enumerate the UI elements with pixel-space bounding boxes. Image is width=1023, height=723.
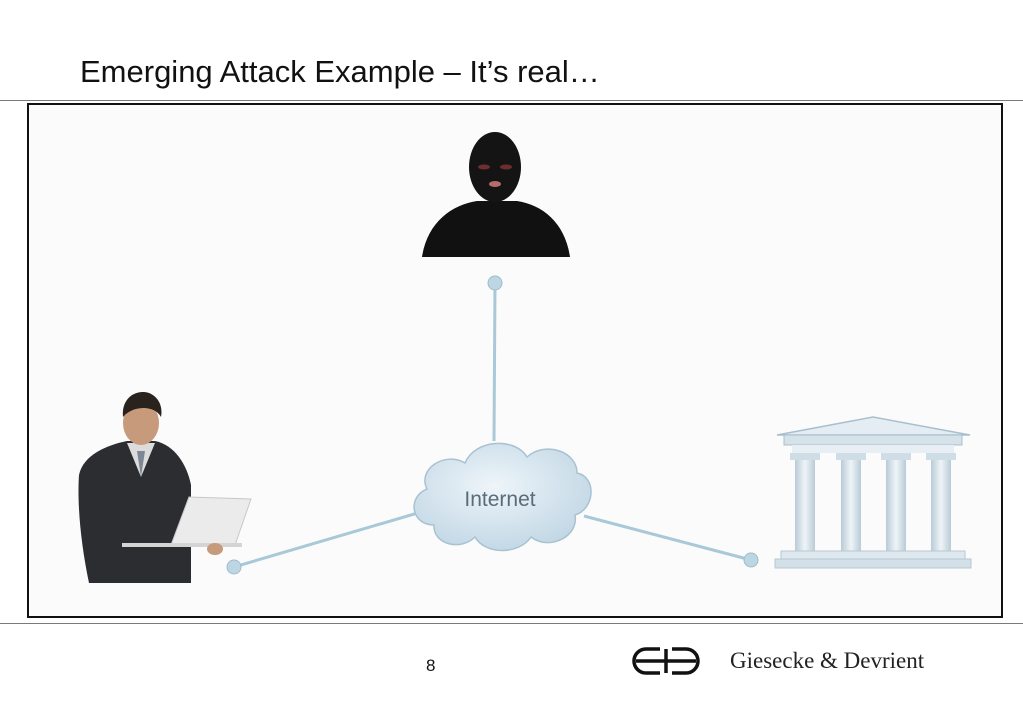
connectors — [226, 275, 759, 575]
bank-building-icon — [774, 416, 972, 569]
hub-label: Internet — [464, 488, 535, 511]
connector-user — [233, 510, 422, 569]
internet-cloud: Internet — [413, 442, 592, 552]
page-number: 8 — [426, 656, 436, 675]
network-diagram: Internet — [78, 132, 972, 583]
businessman-laptop-icon — [78, 392, 252, 583]
cloud-icon — [413, 442, 592, 552]
connector-endpoint-attacker — [487, 275, 503, 291]
footer-rule — [0, 623, 1023, 624]
diagram-frame: Internet — [27, 103, 1003, 618]
brand-name: Giesecke & Devrient — [730, 648, 925, 673]
gd-logo-icon — [632, 647, 700, 675]
connector-endpoint-user — [226, 559, 242, 575]
connector-attacker — [492, 282, 497, 442]
connector-endpoint-bank — [743, 552, 759, 568]
masked-attacker-icon — [422, 132, 570, 257]
connector-bank — [583, 514, 752, 562]
header-rule — [0, 100, 1023, 101]
slide-title: Emerging Attack Example – It’s real… — [80, 54, 600, 89]
